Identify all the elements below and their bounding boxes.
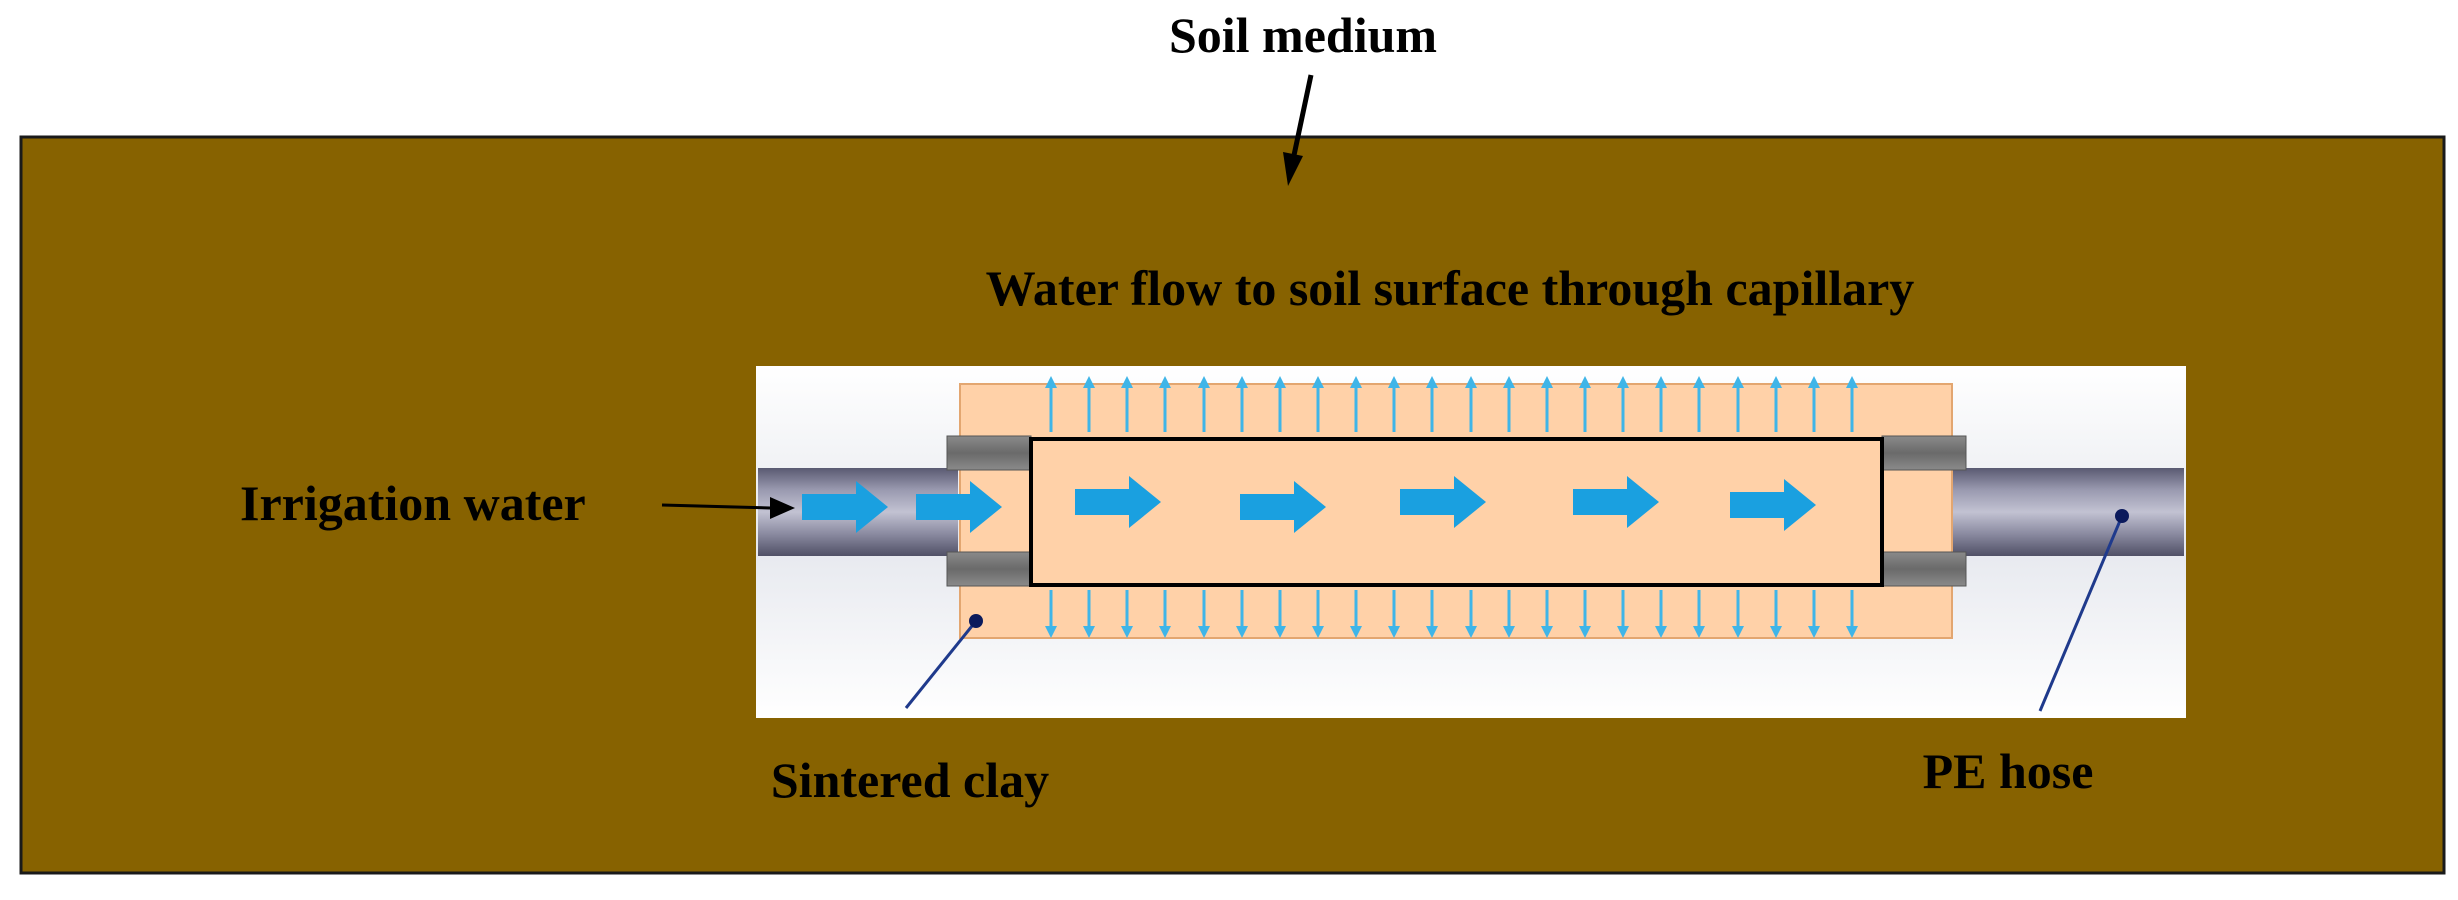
capillary-arrowhead-down bbox=[1198, 626, 1210, 638]
capillary-arrowhead-up bbox=[1503, 376, 1515, 388]
capillary-arrowhead-down bbox=[1732, 626, 1744, 638]
water-flow-arrow bbox=[916, 481, 1002, 533]
capillary-arrowhead-up bbox=[1770, 376, 1782, 388]
soil-medium-label: Soil medium bbox=[1169, 7, 1437, 63]
capillary-arrowhead-down bbox=[1312, 626, 1324, 638]
capillary-arrows bbox=[1045, 376, 1858, 638]
end-cap-right-bottom bbox=[1881, 551, 1967, 587]
capillary-arrowhead-down bbox=[1121, 626, 1133, 638]
capillary-arrowhead-down bbox=[1808, 626, 1820, 638]
capillary-arrowhead-up bbox=[1198, 376, 1210, 388]
pe-hose-label: PE hose bbox=[1923, 743, 2094, 799]
capillary-arrowhead-down bbox=[1159, 626, 1171, 638]
capillary-arrowhead-up bbox=[1312, 376, 1324, 388]
capillary-arrowhead-up bbox=[1693, 376, 1705, 388]
capillary-arrowhead-up bbox=[1465, 376, 1477, 388]
capillary-arrowhead-down bbox=[1350, 626, 1362, 638]
capillary-arrowhead-down bbox=[1465, 626, 1477, 638]
irrigation-water-pointer-line bbox=[661, 503, 771, 510]
water-flow-arrow bbox=[1075, 476, 1161, 528]
water-flow-arrow bbox=[802, 481, 888, 533]
capillary-arrowhead-up bbox=[1045, 376, 1057, 388]
pe-hose-leader-dot bbox=[2115, 509, 2129, 523]
capillary-arrowhead-up bbox=[1236, 376, 1248, 388]
capillary-arrowhead-down bbox=[1579, 626, 1591, 638]
capillary-arrowhead-down bbox=[1655, 626, 1667, 638]
capillary-arrowhead-up bbox=[1846, 376, 1858, 388]
water-flow-arrow bbox=[1240, 481, 1326, 533]
end-cap-right-top bbox=[1881, 435, 1967, 471]
irrigation-water-pointer-arrowhead bbox=[770, 497, 795, 519]
soil-medium-pointer-line bbox=[1290, 74, 1314, 161]
capillary-arrowhead-down bbox=[1426, 626, 1438, 638]
capillary-arrowhead-down bbox=[1693, 626, 1705, 638]
sintered-clay-label: Sintered clay bbox=[771, 752, 1049, 808]
capillary-arrowhead-down bbox=[1770, 626, 1782, 638]
capillary-arrowhead-up bbox=[1159, 376, 1171, 388]
capillary-arrowhead-down bbox=[1236, 626, 1248, 638]
capillary-arrowhead-down bbox=[1388, 626, 1400, 638]
capillary-arrowhead-down bbox=[1274, 626, 1286, 638]
sintered-clay-leader-dot bbox=[969, 614, 983, 628]
water-flow-arrow bbox=[1400, 476, 1486, 528]
capillary-arrowhead-up bbox=[1083, 376, 1095, 388]
capillary-arrowhead-up bbox=[1617, 376, 1629, 388]
capillary-arrowhead-up bbox=[1579, 376, 1591, 388]
capillary-arrowhead-up bbox=[1350, 376, 1362, 388]
end-cap-left-bottom bbox=[946, 551, 1032, 587]
water-flow-caption: Water flow to soil surface through capil… bbox=[986, 260, 1915, 316]
capillary-arrowhead-down bbox=[1541, 626, 1553, 638]
capillary-arrowhead-up bbox=[1808, 376, 1820, 388]
capillary-arrowhead-up bbox=[1388, 376, 1400, 388]
water-flow-arrows bbox=[802, 476, 1816, 533]
capillary-arrowhead-up bbox=[1274, 376, 1286, 388]
capillary-arrowhead-up bbox=[1121, 376, 1133, 388]
soil-medium-pointer-arrowhead bbox=[1283, 152, 1303, 186]
capillary-arrowhead-down bbox=[1503, 626, 1515, 638]
capillary-arrowhead-up bbox=[1732, 376, 1744, 388]
capillary-arrowhead-up bbox=[1541, 376, 1553, 388]
capillary-arrowhead-down bbox=[1083, 626, 1095, 638]
capillary-arrowhead-down bbox=[1617, 626, 1629, 638]
capillary-arrowhead-up bbox=[1655, 376, 1667, 388]
sintered-clay-leader-line bbox=[904, 620, 978, 709]
end-cap-left-top bbox=[946, 435, 1032, 471]
irrigation-water-label: Irrigation water bbox=[240, 475, 586, 531]
capillary-arrowhead-down bbox=[1045, 626, 1057, 638]
capillary-arrowhead-down bbox=[1846, 626, 1858, 638]
water-flow-arrow bbox=[1573, 476, 1659, 528]
capillary-arrowhead-up bbox=[1426, 376, 1438, 388]
water-flow-arrow bbox=[1730, 479, 1816, 531]
pe-hose-leader-line bbox=[2038, 515, 2124, 712]
